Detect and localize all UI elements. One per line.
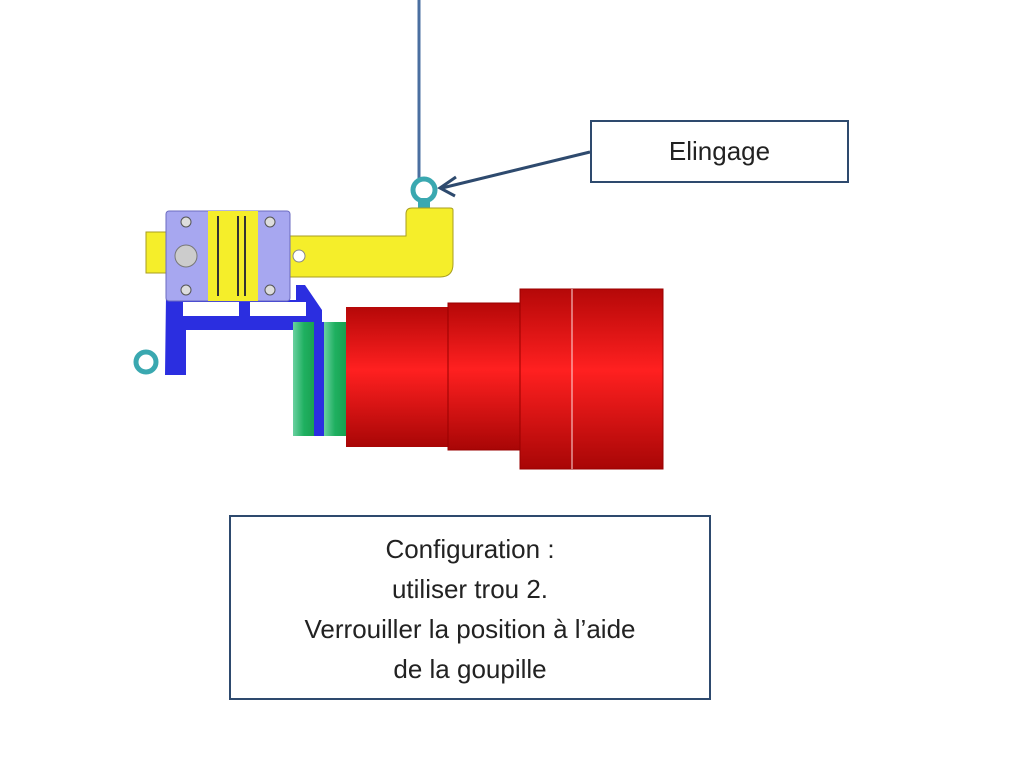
eyebolt-bottom [133, 349, 159, 375]
arrow [437, 150, 591, 198]
config-line: utiliser trou 2. [391, 574, 549, 604]
config-line: de la goupille [393, 654, 547, 684]
eyebolt-top [410, 176, 438, 204]
elingage-label: Elingage [590, 120, 849, 183]
config-line: Configuration : [385, 534, 555, 564]
configuration-note: Configuration : utiliser trou 2. Verroui… [229, 515, 711, 700]
config-line: Verrouiller la position à l’aide [304, 614, 636, 644]
green-ring [293, 322, 315, 436]
red-cylinder [346, 288, 664, 470]
